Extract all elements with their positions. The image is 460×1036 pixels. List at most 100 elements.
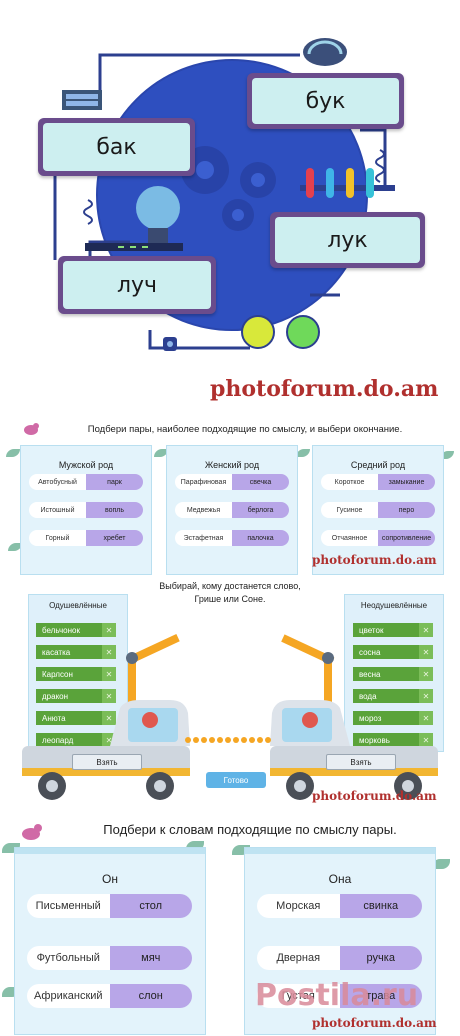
pair-left: Автобусный [29, 474, 86, 490]
pair-left: Густая [257, 984, 340, 1008]
pair-left: Африканский [27, 984, 110, 1008]
word-chip-label: дракон [42, 691, 69, 701]
instruction-text: Подбери к словам подходящие по смыслу па… [103, 822, 397, 837]
pair-left: Медвежья [175, 502, 232, 518]
close-icon[interactable]: ✕ [419, 733, 433, 747]
pair-right: замыкание [378, 474, 435, 490]
word-card-buk: бук [247, 73, 404, 129]
close-icon[interactable]: ✕ [102, 645, 116, 659]
word-machine-illustration: бак бук лук луч photoforum.do.am [0, 0, 460, 402]
pair-right: трава [339, 984, 422, 1008]
leaf-decoration [2, 987, 20, 997]
pair-right: свинка [339, 894, 422, 918]
pair-right: слон [109, 984, 192, 1008]
word-chip-label: бельчонок [42, 625, 80, 635]
bird-icon [22, 824, 42, 840]
panel-border-pattern [245, 848, 435, 854]
word-chip[interactable]: весна ✕ [353, 667, 433, 681]
panel-title: Женский род [204, 460, 260, 470]
panel-title: Мужской род [58, 460, 114, 470]
animacy-sorting-exercise: Выбирай, кому достанется слово, Грише ил… [0, 578, 460, 808]
pair-left: Гусиное [321, 502, 378, 518]
pair-right: парк [86, 474, 143, 490]
word-chip[interactable]: сосна✕ [353, 645, 433, 659]
pair-left: Истошный [29, 502, 86, 518]
word-chip[interactable]: цветок ✕ [353, 623, 433, 637]
close-icon[interactable]: ✕ [102, 711, 116, 725]
pair-left: Морская [257, 894, 340, 918]
pair-left: Отчаянное [321, 530, 378, 546]
bird-icon [24, 423, 39, 435]
instruction-line-1: Выбирай, кому достанется слово, [159, 581, 301, 591]
pair-left: Короткое [321, 474, 378, 490]
word-chip[interactable]: бельчонок ✕ [36, 623, 116, 637]
close-icon[interactable]: ✕ [102, 689, 116, 703]
word-chip[interactable]: морковь ✕ [353, 733, 433, 747]
close-icon[interactable]: ✕ [419, 623, 433, 637]
word-card-label: бак [43, 123, 190, 171]
panel-title: Он [102, 872, 118, 886]
site-watermark: Postila.ru [255, 978, 419, 1013]
he-she-pairs-exercise: Подбери к словам подходящие по смыслу па… [0, 815, 460, 1036]
take-button-right[interactable]: Взять [326, 754, 396, 770]
close-icon[interactable]: ✕ [419, 667, 433, 681]
panel-title: Одушевлённые [49, 601, 107, 610]
ready-button[interactable]: Готово [206, 772, 266, 788]
close-icon[interactable]: ✕ [419, 645, 433, 659]
watermark: photoforum.do.am [312, 1016, 437, 1030]
pair-right: стол [109, 894, 192, 918]
take-button-left[interactable]: Взять [72, 754, 142, 770]
pair-right: берлога [232, 502, 289, 518]
word-chip-label: морковь [359, 735, 390, 745]
close-icon[interactable]: ✕ [102, 623, 116, 637]
word-chip[interactable]: вода✕ [353, 689, 433, 703]
close-icon[interactable]: ✕ [102, 667, 116, 681]
word-chip[interactable]: касатка ✕ [36, 645, 116, 659]
pair-left: Футбольный [27, 946, 110, 970]
word-chip-label: мороз [359, 713, 382, 723]
robot-cars-graphic [22, 633, 438, 800]
word-card-luk: лук [270, 212, 425, 268]
word-chip-label: касатка [42, 647, 71, 657]
instruction-line-2: Грише или Соне. [194, 594, 266, 604]
pair-right: мяч [109, 946, 192, 970]
pair-right: вопль [86, 502, 143, 518]
close-icon[interactable]: ✕ [419, 711, 433, 725]
close-icon[interactable]: ✕ [419, 689, 433, 703]
word-chip[interactable]: Карлсон✕ [36, 667, 116, 681]
pair-left: Письменный [27, 894, 110, 918]
word-chip[interactable]: дракон ✕ [36, 689, 116, 703]
word-chip-label: цветок [359, 625, 384, 635]
pair-left: Парафиновая [175, 474, 232, 490]
leaf-decoration [154, 449, 168, 457]
pair-right: палочка [232, 530, 289, 546]
word-chip[interactable]: мороз ✕ [353, 711, 433, 725]
pair-right: перо [378, 502, 435, 518]
leaf-decoration [296, 449, 310, 457]
leaf-decoration [8, 543, 22, 551]
pair-left: Эстафетная [175, 530, 232, 546]
machine-graphic [53, 38, 395, 351]
pair-left: Дверная [257, 946, 340, 970]
word-chip-label: весна [359, 669, 381, 679]
word-card-label: луч [63, 261, 211, 309]
word-chip[interactable]: Анюта✕ [36, 711, 116, 725]
word-card-luch: луч [58, 256, 216, 314]
